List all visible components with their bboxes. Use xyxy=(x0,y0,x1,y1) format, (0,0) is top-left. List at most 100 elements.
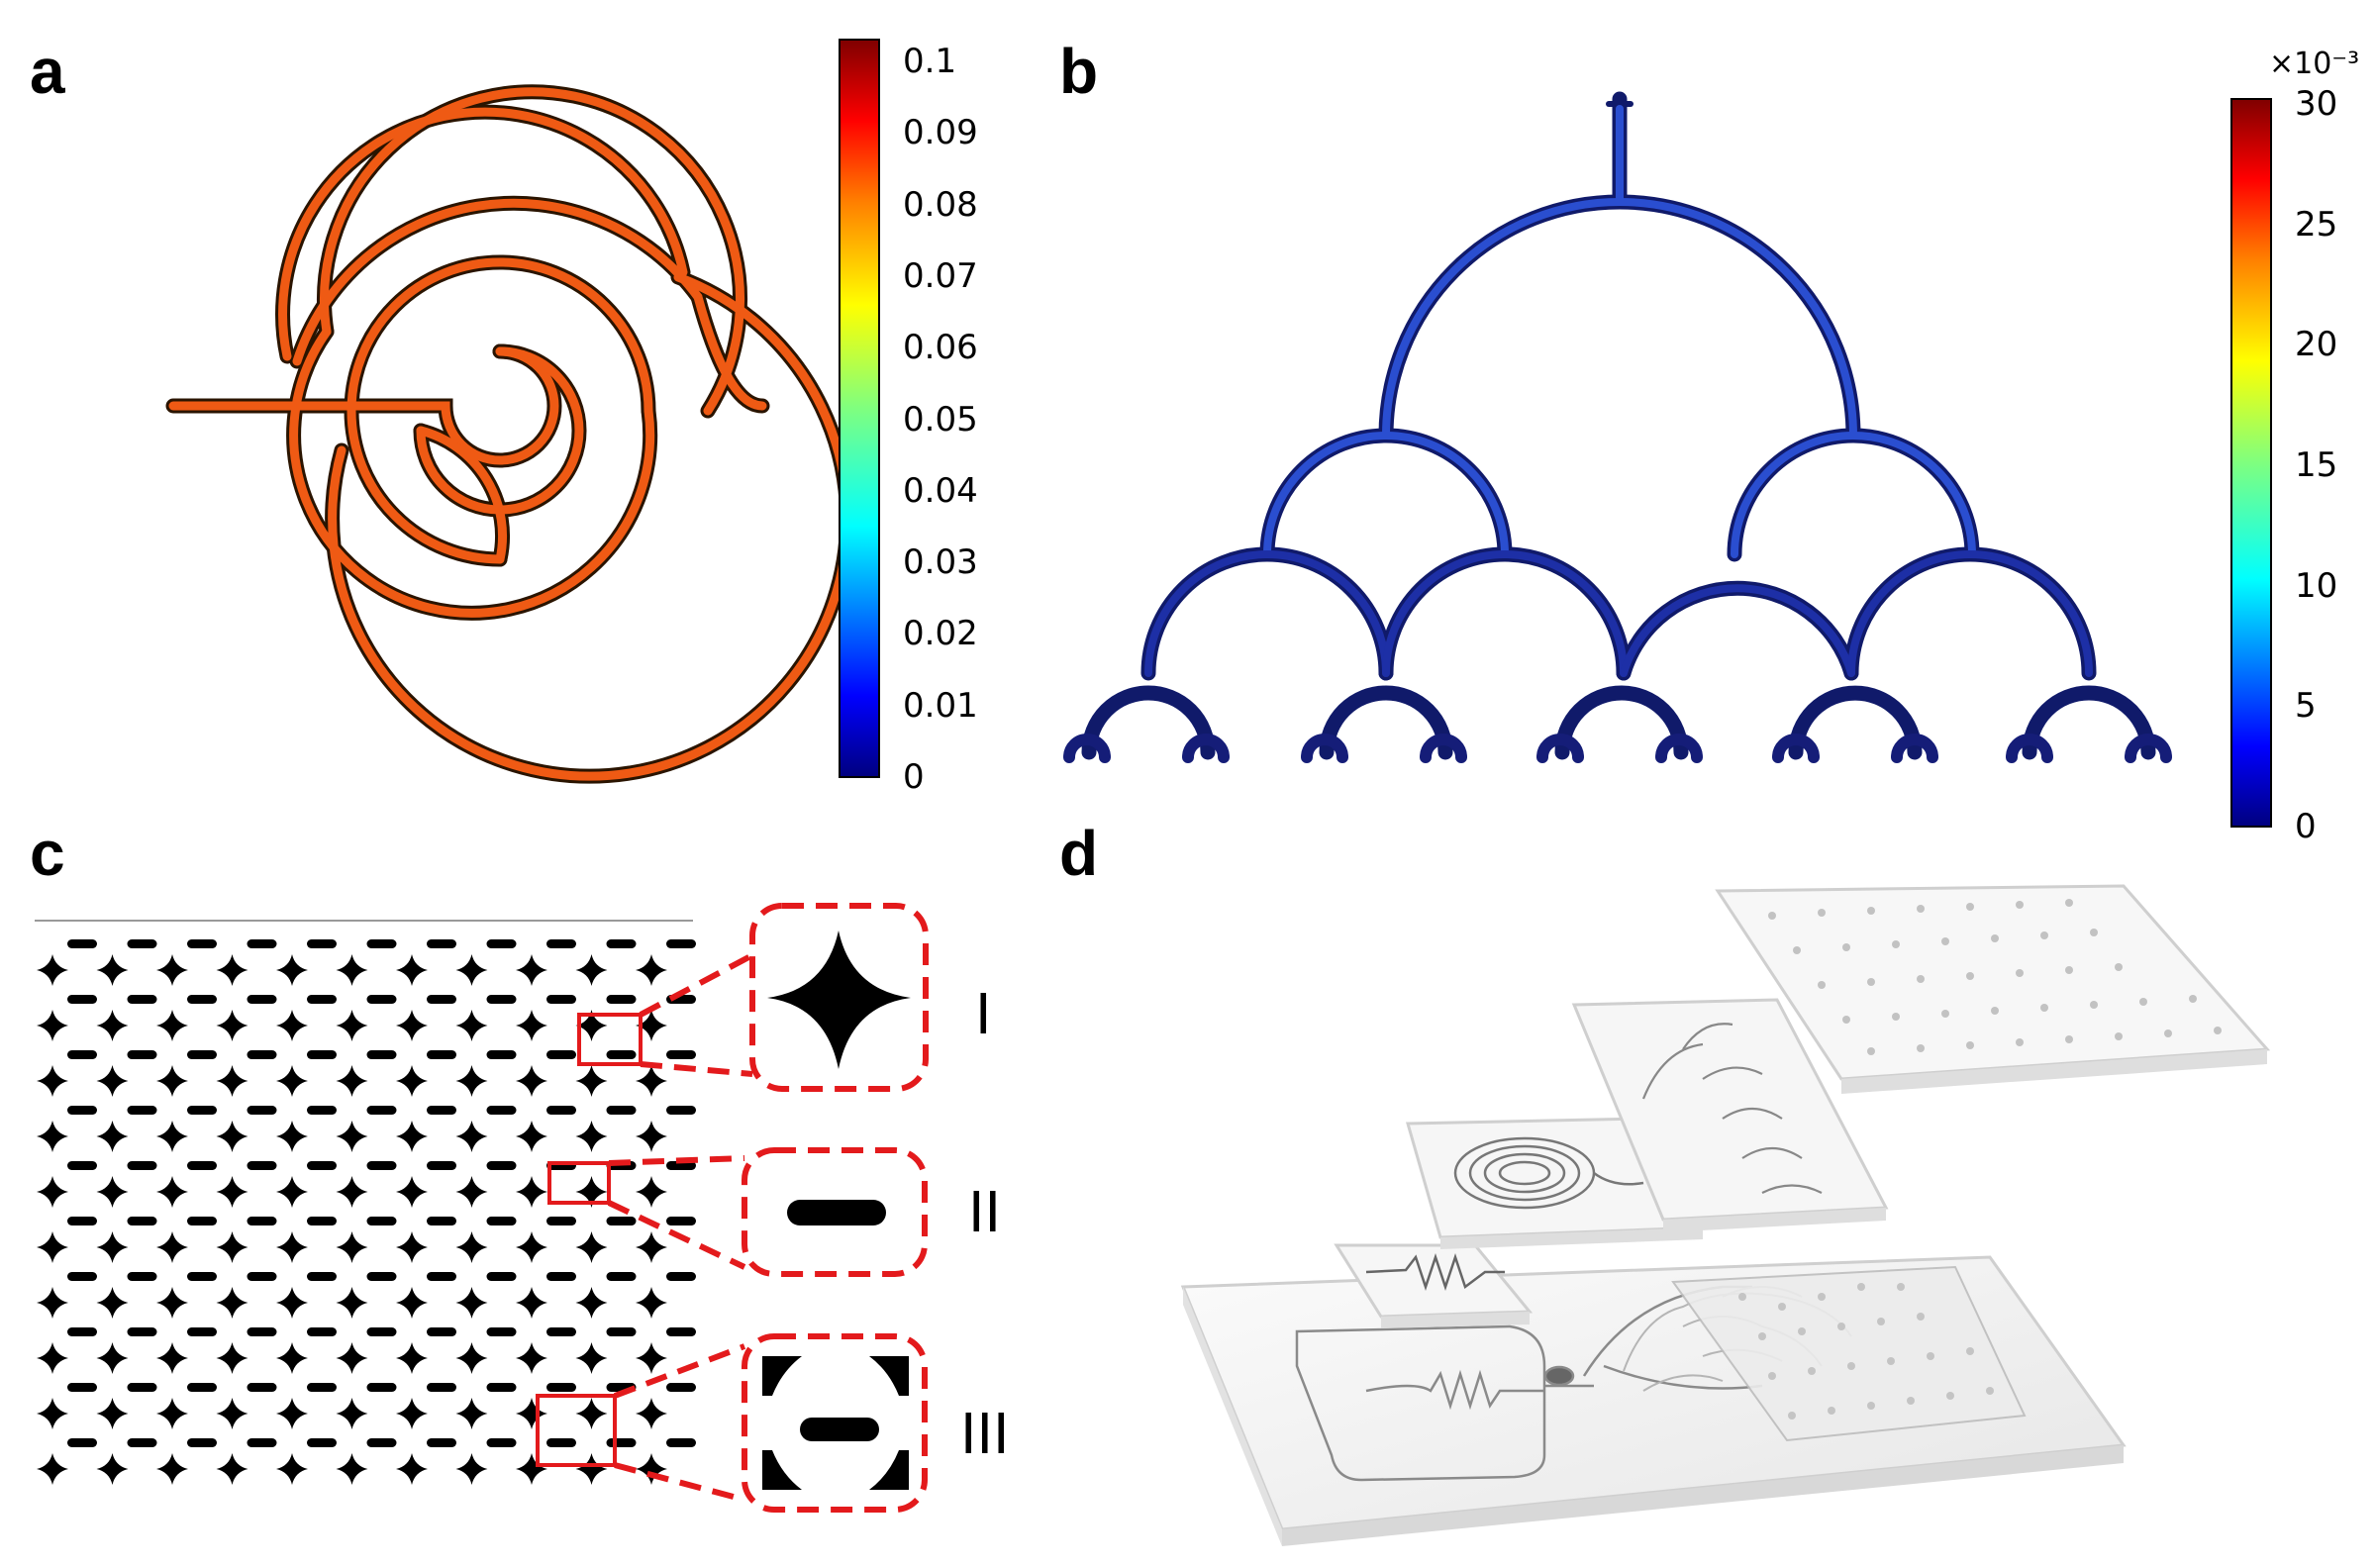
array-dash xyxy=(67,1272,97,1281)
spiral-group xyxy=(165,84,855,784)
array-star xyxy=(396,954,428,986)
array-dash xyxy=(666,1217,696,1225)
array-dash xyxy=(247,1383,277,1392)
array-dash xyxy=(427,1050,456,1059)
colorbar-b-tick-label: 25 xyxy=(2295,204,2338,245)
array-star xyxy=(96,1065,129,1097)
highlight-box-II xyxy=(547,1161,611,1205)
array-star xyxy=(216,954,248,986)
array-dash xyxy=(307,1161,337,1170)
array-star xyxy=(516,1176,547,1208)
array-star xyxy=(276,1342,308,1374)
array-dash xyxy=(247,1161,277,1170)
array-star xyxy=(37,1121,68,1152)
array-dash xyxy=(546,1327,576,1336)
array-star xyxy=(216,1065,248,1097)
array-star xyxy=(156,1342,188,1374)
array-dash xyxy=(427,1272,456,1281)
colorbar-b-multiplier: ×10⁻³ xyxy=(2269,47,2360,81)
array-dash xyxy=(67,1050,97,1059)
zoom-box-I xyxy=(749,903,929,1092)
colorbar-a-tick-label: 0.08 xyxy=(903,184,978,225)
array-star xyxy=(636,1287,667,1319)
array-dash xyxy=(427,995,456,1004)
array-dash xyxy=(366,1327,397,1336)
array-star xyxy=(336,1176,368,1208)
array-dash xyxy=(187,1327,217,1336)
array-dash xyxy=(366,1217,397,1225)
array-dash xyxy=(187,1161,217,1170)
array-star xyxy=(276,1010,308,1041)
array-dash xyxy=(67,1327,97,1336)
array-star xyxy=(37,1453,68,1485)
array-star xyxy=(396,1121,428,1152)
array-star xyxy=(96,1287,129,1319)
module-serpentine xyxy=(1334,1243,1534,1328)
array-dash xyxy=(187,1383,217,1392)
colorbar-a-tick-label: 0.05 xyxy=(903,399,978,440)
array-star xyxy=(636,1010,667,1041)
array-star xyxy=(575,954,608,986)
array-star xyxy=(636,1342,667,1374)
array-dash xyxy=(187,1217,217,1225)
array-star xyxy=(396,1231,428,1263)
array-star xyxy=(216,1121,248,1152)
array-dash xyxy=(247,1327,277,1336)
array-star xyxy=(336,1121,368,1152)
array-star xyxy=(216,1342,248,1374)
colorbar-a-tick-label: 0.06 xyxy=(903,328,978,368)
array-dash xyxy=(247,1438,277,1447)
array-dash xyxy=(606,1106,637,1115)
array-star xyxy=(516,1065,547,1097)
array-star xyxy=(396,1453,428,1485)
array-dash xyxy=(486,1438,517,1447)
array-dash xyxy=(366,1383,397,1392)
module-tree xyxy=(1571,998,1889,1232)
array-star xyxy=(156,954,188,986)
array-dash xyxy=(427,1106,456,1115)
array-star xyxy=(516,1342,547,1374)
array-dash xyxy=(486,1106,517,1115)
array-star xyxy=(516,1010,547,1041)
array-dash xyxy=(486,1161,517,1170)
array-star xyxy=(336,954,368,986)
array-dash xyxy=(366,995,397,1004)
array-star xyxy=(516,1287,547,1319)
array-star xyxy=(96,1121,129,1152)
colorbar-a-tick-label: 0 xyxy=(903,757,925,797)
array-dash xyxy=(486,1217,517,1225)
array-dash xyxy=(666,1438,696,1447)
array-dash xyxy=(307,1327,337,1336)
array-star xyxy=(396,1398,428,1429)
array-star xyxy=(216,1287,248,1319)
array-star xyxy=(455,1342,488,1374)
array-dash xyxy=(187,1272,217,1281)
zoom-label-III: III xyxy=(960,1403,1010,1467)
zoom-star xyxy=(767,931,911,1069)
array-dash xyxy=(127,1438,157,1447)
array-star xyxy=(96,1398,129,1429)
array-star xyxy=(636,1453,667,1485)
array-dash xyxy=(187,939,217,948)
array-dash xyxy=(366,1106,397,1115)
array-star xyxy=(636,1176,667,1208)
array-dash xyxy=(606,1383,637,1392)
array-star xyxy=(37,1010,68,1041)
highlight-box-III xyxy=(536,1394,617,1467)
array-star xyxy=(455,1231,488,1263)
array-star xyxy=(516,1398,547,1429)
array-dash xyxy=(187,1438,217,1447)
array-star xyxy=(636,954,667,986)
array-dash xyxy=(67,1161,97,1170)
array-dash xyxy=(247,939,277,948)
array-dash xyxy=(427,939,456,948)
array-dash xyxy=(247,1106,277,1115)
array-star xyxy=(575,1121,608,1152)
highlight-box-I xyxy=(577,1013,643,1066)
array-star xyxy=(276,1398,308,1429)
array-star xyxy=(396,1176,428,1208)
array-dash xyxy=(67,1217,97,1225)
array-dash xyxy=(127,1272,157,1281)
array-star xyxy=(37,1231,68,1263)
